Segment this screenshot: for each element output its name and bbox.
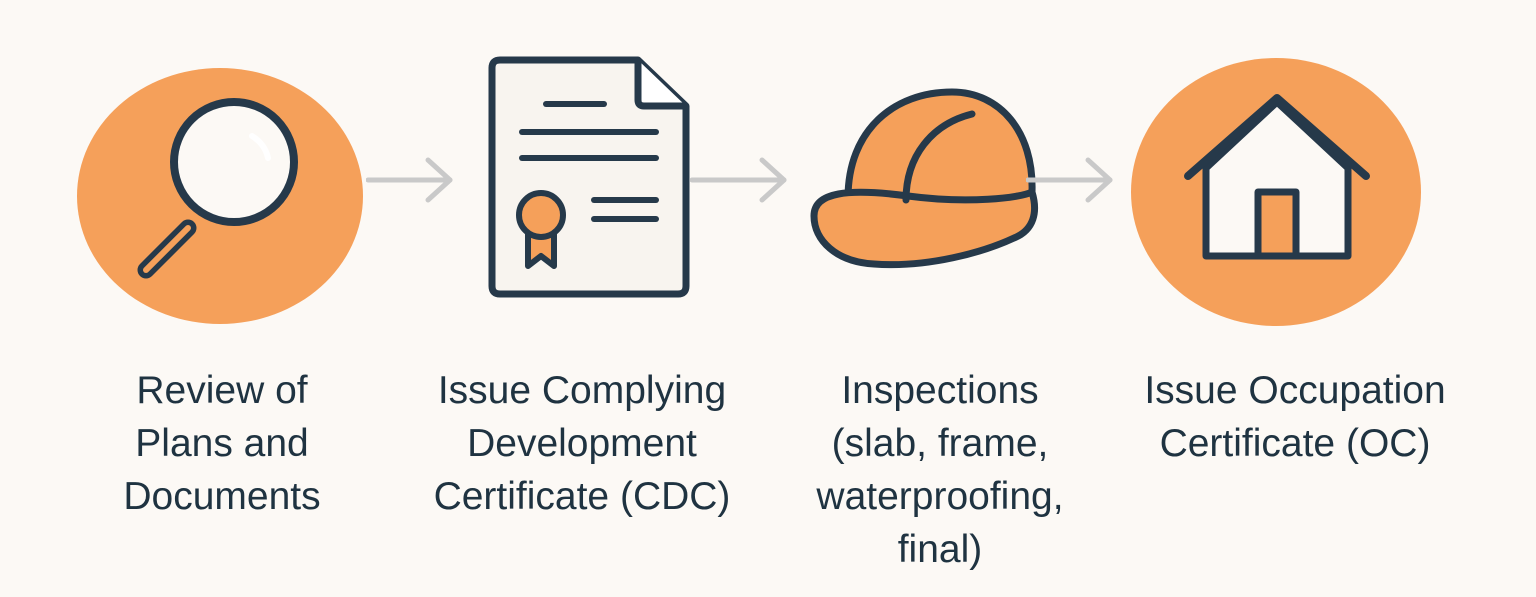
certificate-document-icon [488,56,690,298]
step-label-inspections: Inspections (slab, frame, waterproofing,… [816,369,1064,571]
step-label-oc: Issue Occupation Certificate (OC) [1144,369,1446,465]
arrow-icon [366,157,453,203]
hard-hat-icon [810,88,1039,269]
house-icon [1131,58,1421,326]
step-label-cdc: Issue Complying Development Certificate … [433,369,731,518]
arrow-icon [1026,157,1113,203]
step-label-review: Review of Plans and Documents [123,369,321,518]
arrow-icon [690,157,787,203]
magnifying-glass-icon [77,68,363,324]
